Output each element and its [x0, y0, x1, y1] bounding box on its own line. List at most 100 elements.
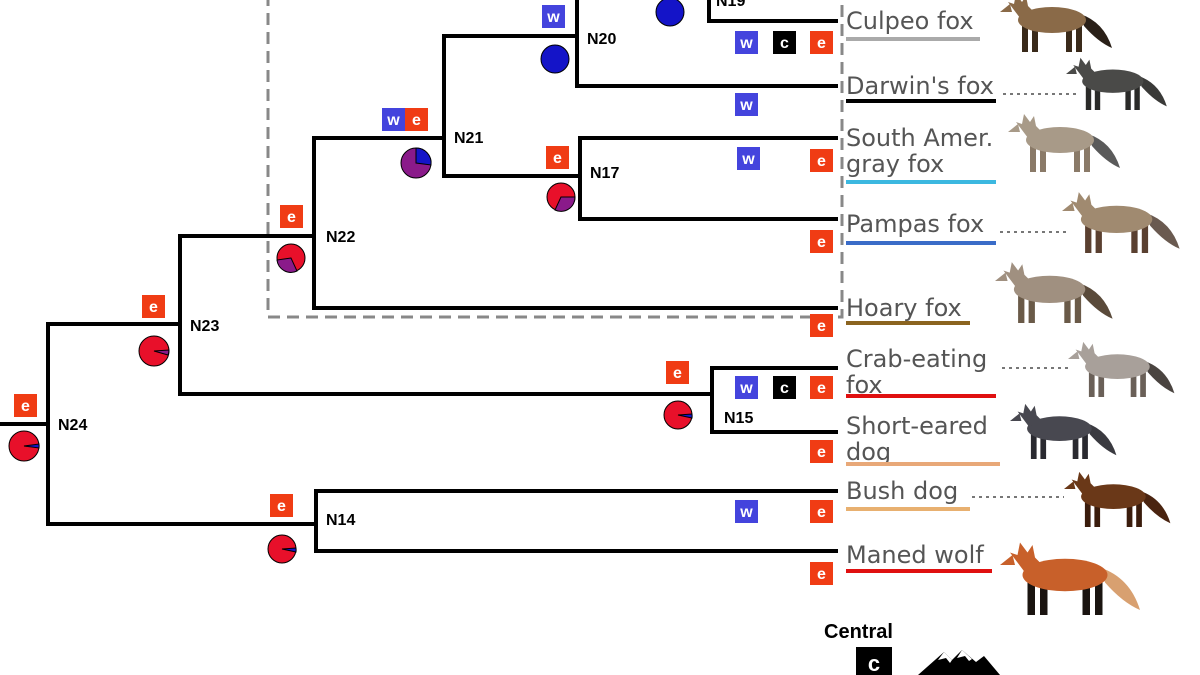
animal-snout [1010, 413, 1022, 421]
animal-head [1071, 471, 1097, 495]
species-name-line: gray fox [846, 150, 944, 178]
node-labels: N24 N23 N22 N21 N20 N19 N17 N15 N14 [58, 0, 753, 529]
species-color-underline [846, 37, 980, 41]
animal-head [1016, 114, 1042, 138]
animal-snout [1064, 481, 1076, 489]
animal-leg [1095, 582, 1103, 615]
badge-letter: e [277, 498, 286, 515]
badge-swatch [546, 146, 569, 169]
animal-head [1010, 542, 1043, 573]
badge-swatch [142, 295, 165, 318]
badge-swatch [810, 376, 833, 399]
animal-leg [1072, 434, 1079, 459]
badge-w-culpeo: w [735, 31, 758, 54]
node-label-n20: N20 [587, 31, 616, 48]
bush-dog-icon [1064, 471, 1171, 527]
node-label-n17: N17 [590, 165, 619, 182]
animal-leg [1032, 26, 1038, 52]
animal-tail [1088, 134, 1120, 168]
badge-swatch [737, 147, 760, 170]
clade-highlight-box [266, 0, 844, 319]
badge-letter: e [21, 398, 30, 415]
legend-central: Central c [824, 621, 893, 675]
animal-tail [1086, 422, 1117, 456]
animal-body [1085, 354, 1150, 379]
animal-leg [1040, 582, 1048, 615]
animal-body [1081, 484, 1146, 509]
badge-letter: w [739, 35, 753, 52]
badge-e-node-n23: e [142, 295, 165, 318]
pie-n23 [138, 335, 170, 367]
badge-e-gray: e [810, 149, 833, 172]
animal-tail [1140, 490, 1171, 524]
badge-letter: c [780, 380, 789, 397]
animal-snout [1062, 202, 1075, 211]
animal-leg [1141, 225, 1149, 253]
node-label-n14: N14 [326, 512, 355, 529]
leader-lines [972, 93, 1076, 498]
pie-n21 [400, 147, 432, 179]
badge-letter: c [780, 35, 789, 52]
species-name-line: Hoary fox [846, 294, 962, 322]
badge-letter: e [817, 35, 826, 52]
badge-letter: e [817, 504, 826, 521]
badge-e-node-n15: e [666, 361, 689, 384]
animal-snout [1008, 124, 1020, 132]
badge-e-crab: e [810, 376, 833, 399]
species-color-underline [846, 462, 1000, 466]
animal-snout [1068, 351, 1080, 359]
animal-leg [1066, 26, 1072, 52]
node-label-n15: N15 [724, 410, 753, 427]
species-maned: Maned wolf [846, 541, 992, 573]
hoary-fox-icon [995, 262, 1113, 323]
species-color-underline [846, 99, 996, 103]
animal-leg [1040, 146, 1046, 172]
node-label-n24: N24 [58, 417, 87, 434]
species-name-line: South Amer. [846, 124, 993, 152]
animal-leg [1130, 372, 1137, 397]
animal-leg [1028, 295, 1035, 323]
node-label-n21: N21 [454, 130, 483, 147]
badge-letter: w [741, 151, 755, 168]
badge-w-node-n21: w [382, 108, 405, 131]
animal-body [1080, 205, 1153, 234]
badge-e-hoary: e [810, 314, 833, 337]
animal-head [1070, 192, 1098, 218]
animal-body [1013, 275, 1086, 304]
short-eared-dog-icon [1010, 403, 1117, 459]
species-darwin: Darwin's fox [846, 72, 996, 103]
animal-tail [1138, 75, 1167, 107]
animal-leg [1140, 372, 1146, 397]
badge-swatch [405, 108, 428, 131]
badge-w-crab: w [735, 376, 758, 399]
badge-e-node-n22: e [280, 205, 303, 228]
badge-letter: e [673, 365, 682, 382]
badge-swatch [280, 205, 303, 228]
darwins-fox-icon [1066, 57, 1167, 110]
animal-leg [1082, 582, 1090, 615]
badge-swatch [735, 500, 758, 523]
badge-swatch [14, 394, 37, 417]
animal-leg [1085, 225, 1092, 253]
species-name-line: Pampas fox [846, 210, 984, 238]
animal-body [1022, 558, 1108, 592]
animal-head [1003, 262, 1031, 288]
animal-body [1026, 127, 1094, 153]
animal-leg [1094, 86, 1101, 110]
animal-leg [1136, 502, 1142, 527]
gray-fox-icon [1008, 114, 1120, 172]
animal-head [1075, 341, 1101, 365]
badge-w-bush: w [735, 500, 758, 523]
species-name-line: Maned wolf [846, 541, 984, 569]
pie-n14 [267, 534, 297, 564]
animal-head [1073, 57, 1097, 80]
badge-letter: w [546, 9, 560, 26]
culpeo-fox-icon [1000, 0, 1112, 52]
node-label-n22: N22 [326, 229, 355, 246]
pie-n20 [540, 44, 570, 74]
animal-leg [1030, 434, 1037, 459]
animal-snout [1000, 4, 1012, 12]
